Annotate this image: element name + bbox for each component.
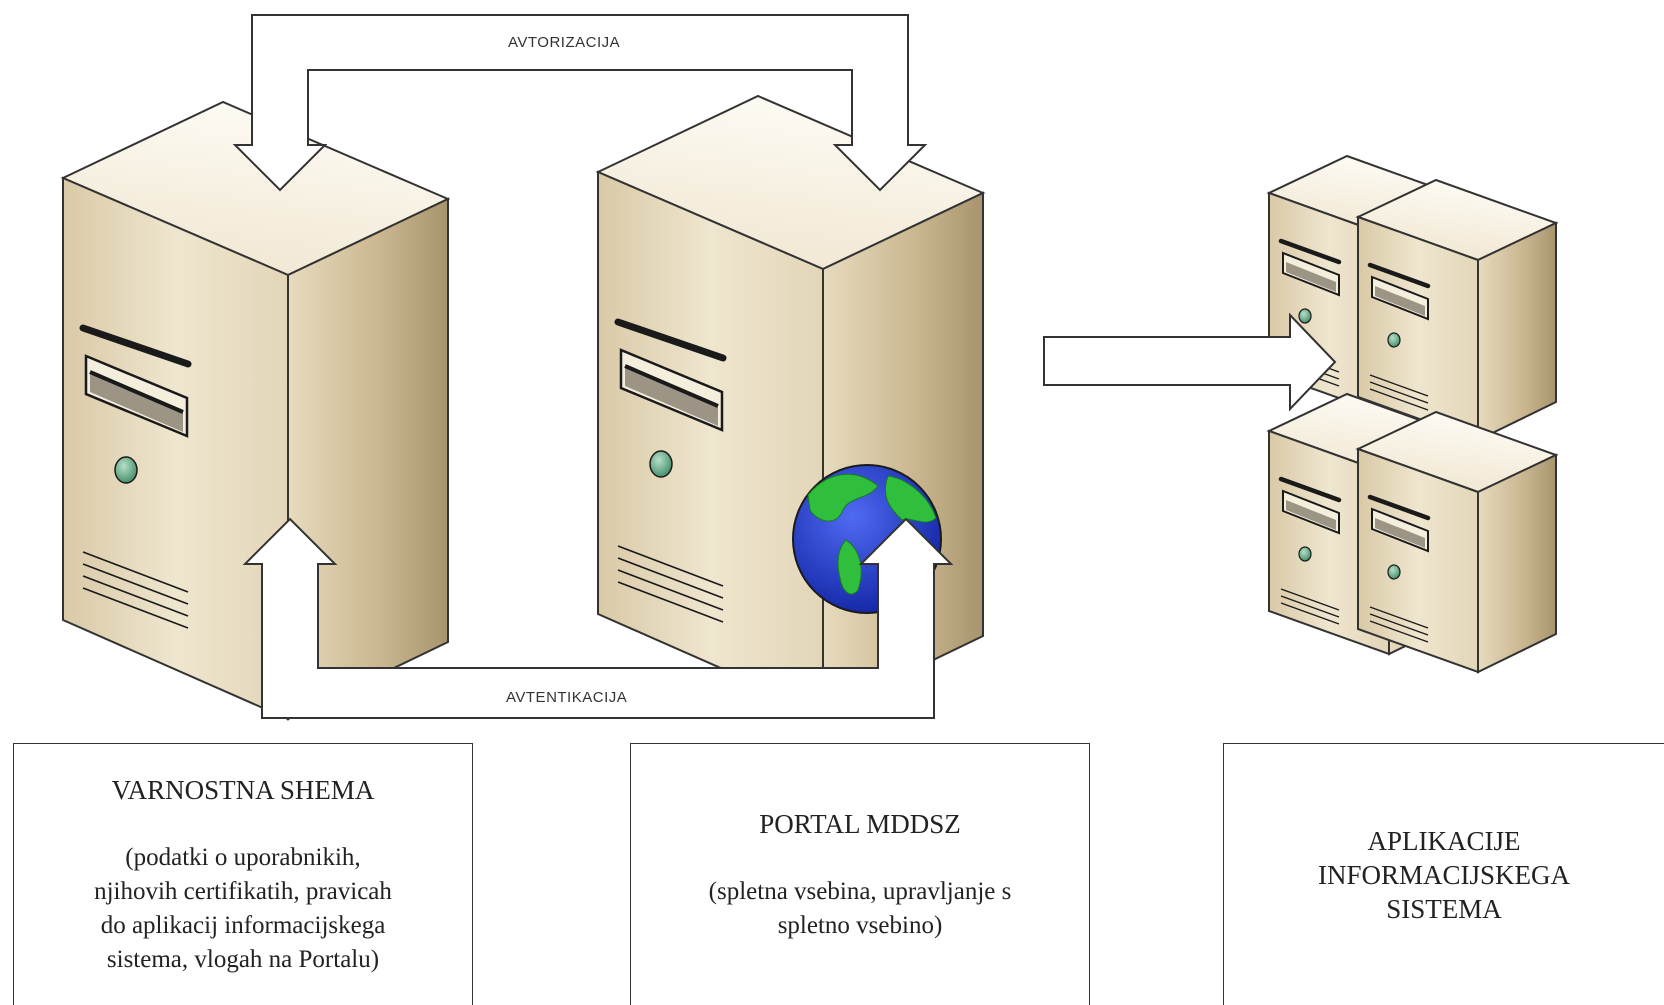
portal-desc-1: (spletna vsebina, upravljanje s (708, 877, 1012, 905)
security-server-icon (63, 102, 448, 719)
authentication-label: AVTENTIKACIJA (506, 689, 627, 706)
security-schema-desc-4: sistema, vlogah na Portalu) (106, 945, 380, 973)
security-schema-box: VARNOSTNA SHEMA (podatki o uporabnikih, … (13, 743, 473, 1005)
applications-title-1: APLIKACIJE (1367, 825, 1521, 856)
portal-desc-2: spletno vsebino) (777, 911, 943, 939)
security-schema-desc-1: (podatki o uporabnikih, (125, 843, 361, 871)
security-schema-desc-2: njihovih certifikatih, pravicah (94, 877, 392, 905)
authentication-arrow (242, 517, 954, 719)
authorization-label: AVTORIZACIJA (508, 34, 620, 51)
authorization-arrow (232, 14, 928, 192)
portal-to-apps-arrow (1043, 312, 1337, 412)
portal-title: PORTAL MDDSZ (759, 808, 961, 839)
application-servers-icon (1269, 156, 1556, 672)
applications-title-2: INFORMACIJSKEGA (1317, 859, 1571, 890)
applications-box: APLIKACIJE INFORMACIJSKEGA SISTEMA (1223, 743, 1664, 1005)
security-schema-title: VARNOSTNA SHEMA (111, 774, 375, 805)
applications-title-3: SISTEMA (1386, 893, 1502, 924)
portal-box: PORTAL MDDSZ (spletna vsebina, upravljan… (630, 743, 1090, 1005)
security-schema-desc-3: do aplikacij informacijskega (100, 911, 386, 939)
